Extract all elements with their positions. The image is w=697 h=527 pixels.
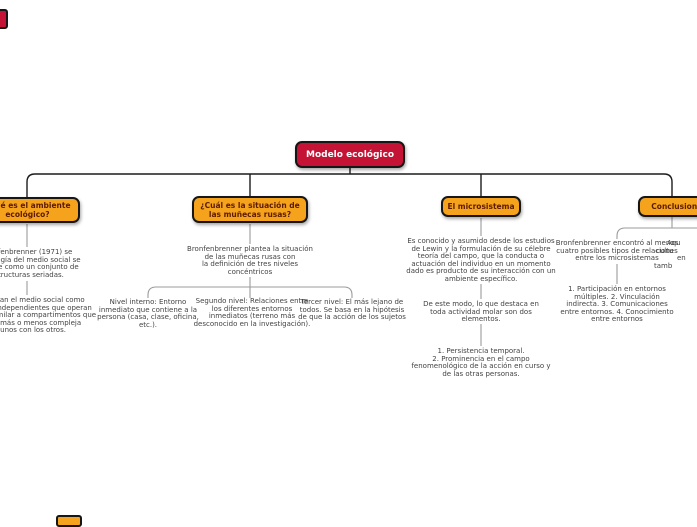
text-line: de modo similar a compartimentos que <box>0 311 97 319</box>
text-line: Tercer nivel: El más lejano de <box>300 298 404 306</box>
text-line: de las otras personas. <box>442 369 520 378</box>
text-line: De este modo, lo que destaca en <box>423 300 539 308</box>
clipped-node-fragment-bottom[interactable] <box>56 515 82 527</box>
text-line: entre los microsistemas <box>575 254 659 262</box>
text-line: entre entornos. 4. Conocimiento <box>560 307 674 316</box>
text-line: la ecología del medio social se <box>0 255 81 264</box>
text-line: la definición de tres niveles <box>201 260 299 268</box>
text-line: Bronfenbrenner encontró al menos <box>555 239 679 247</box>
text-line: interpretan el medio social como <box>0 296 85 304</box>
text-line: inmediato que contiene a la <box>98 305 198 314</box>
text-line: Nivel interno: Entorno <box>109 298 187 306</box>
text-line: forman más o menos compleja <box>0 318 82 327</box>
text-line: cultu <box>656 246 674 255</box>
text-line: 2. Prominencia en el campo <box>432 354 530 363</box>
text-line: concéntricos <box>227 267 273 276</box>
text-line: actuación del individuo en un momento <box>411 259 551 268</box>
text-line: 1. Persistencia temporal. <box>437 347 525 355</box>
text-line: teoría del campo, que la conducta o <box>417 252 545 260</box>
text-line: inmediatos (terreno más <box>208 312 296 320</box>
text-line: dado es producto de su interacción con u… <box>406 267 556 275</box>
root-node-modelo-ecologico[interactable]: Modelo ecológico <box>295 141 405 168</box>
text-line: los unos con los otros. <box>0 326 66 334</box>
topic-label: ¿Qué es el ambiente ecológico? <box>0 201 71 219</box>
topic-node-munecas-rusas[interactable]: ¿Cuál es la situación de las muñecas rus… <box>192 196 308 223</box>
text-line: todos. Se basa en la hipótesis <box>299 305 405 314</box>
text-line: ambiente específico. <box>444 274 518 283</box>
text-line: de que la acción de los sujetos <box>298 313 406 321</box>
text-line: múltiples. 2. Vinculación <box>574 292 660 301</box>
topic-node-microsistema[interactable]: El microsistema <box>441 196 521 217</box>
text-line: desconocido en la investigación). <box>193 319 311 328</box>
text-line: sistemas independientes que operan <box>0 303 92 312</box>
root-node-label: Modelo ecológico <box>305 149 395 160</box>
text-line: concibe como un conjunto de <box>0 263 79 271</box>
text-line: entre entornos <box>591 315 643 323</box>
text-line: elementos. <box>461 315 501 323</box>
text-line: fenomenológico de la acción en curso y <box>411 362 551 370</box>
text-line: toda actividad molar son dos <box>430 307 532 316</box>
topic-node-ambiente-ecologico[interactable]: ¿Qué es el ambiente ecológico? <box>0 197 80 223</box>
text-line: persona (casa, clase, oficina, <box>97 313 199 321</box>
topic-label: El microsistema <box>447 202 515 211</box>
text-line: Bronfenbrenner (1971) se <box>0 248 73 256</box>
text-line: etc.). <box>138 320 158 329</box>
text-line: en <box>677 254 686 262</box>
text-line: de Lewin y la formulación de su célebre <box>411 244 551 253</box>
text-line: tamb <box>654 261 673 270</box>
text-line: Aqu <box>667 239 681 247</box>
text-line: Es conocido y asumido desde los estudios <box>407 237 555 245</box>
topic-label: Conclusiones <box>651 202 697 211</box>
topic-label: ¿Cuál es la situación de las muñecas rus… <box>200 200 300 219</box>
text-line: de las muñecas rusas con <box>204 252 296 261</box>
note-microsistema-lewin[interactable]: Es conocido y asumido desde los estudios… <box>391 237 571 283</box>
text-line: cuatro posibles tipos de relaciones <box>556 246 678 255</box>
text-line: indirecta. 3. Comunicaciones <box>566 300 668 308</box>
text-line: estructuras seriadas. <box>0 270 64 279</box>
text-line: Bronfenbrenner plantea la situación <box>187 245 313 253</box>
clipped-node-fragment-top-left[interactable] <box>0 9 8 29</box>
note-ambiente-sistemas[interactable]: interpretan el medio social comosistemas… <box>0 296 127 335</box>
text-line: 1. Participación en entornos <box>568 285 666 293</box>
topic-node-conclusiones[interactable]: Conclusiones <box>638 196 697 217</box>
note-microsistema-elementos[interactable]: 1. Persistencia temporal.2. Prominencia … <box>391 347 571 378</box>
text-line: Segundo nivel: Relaciones entre <box>195 297 309 305</box>
text-line: los diferentes entornos <box>211 304 293 313</box>
